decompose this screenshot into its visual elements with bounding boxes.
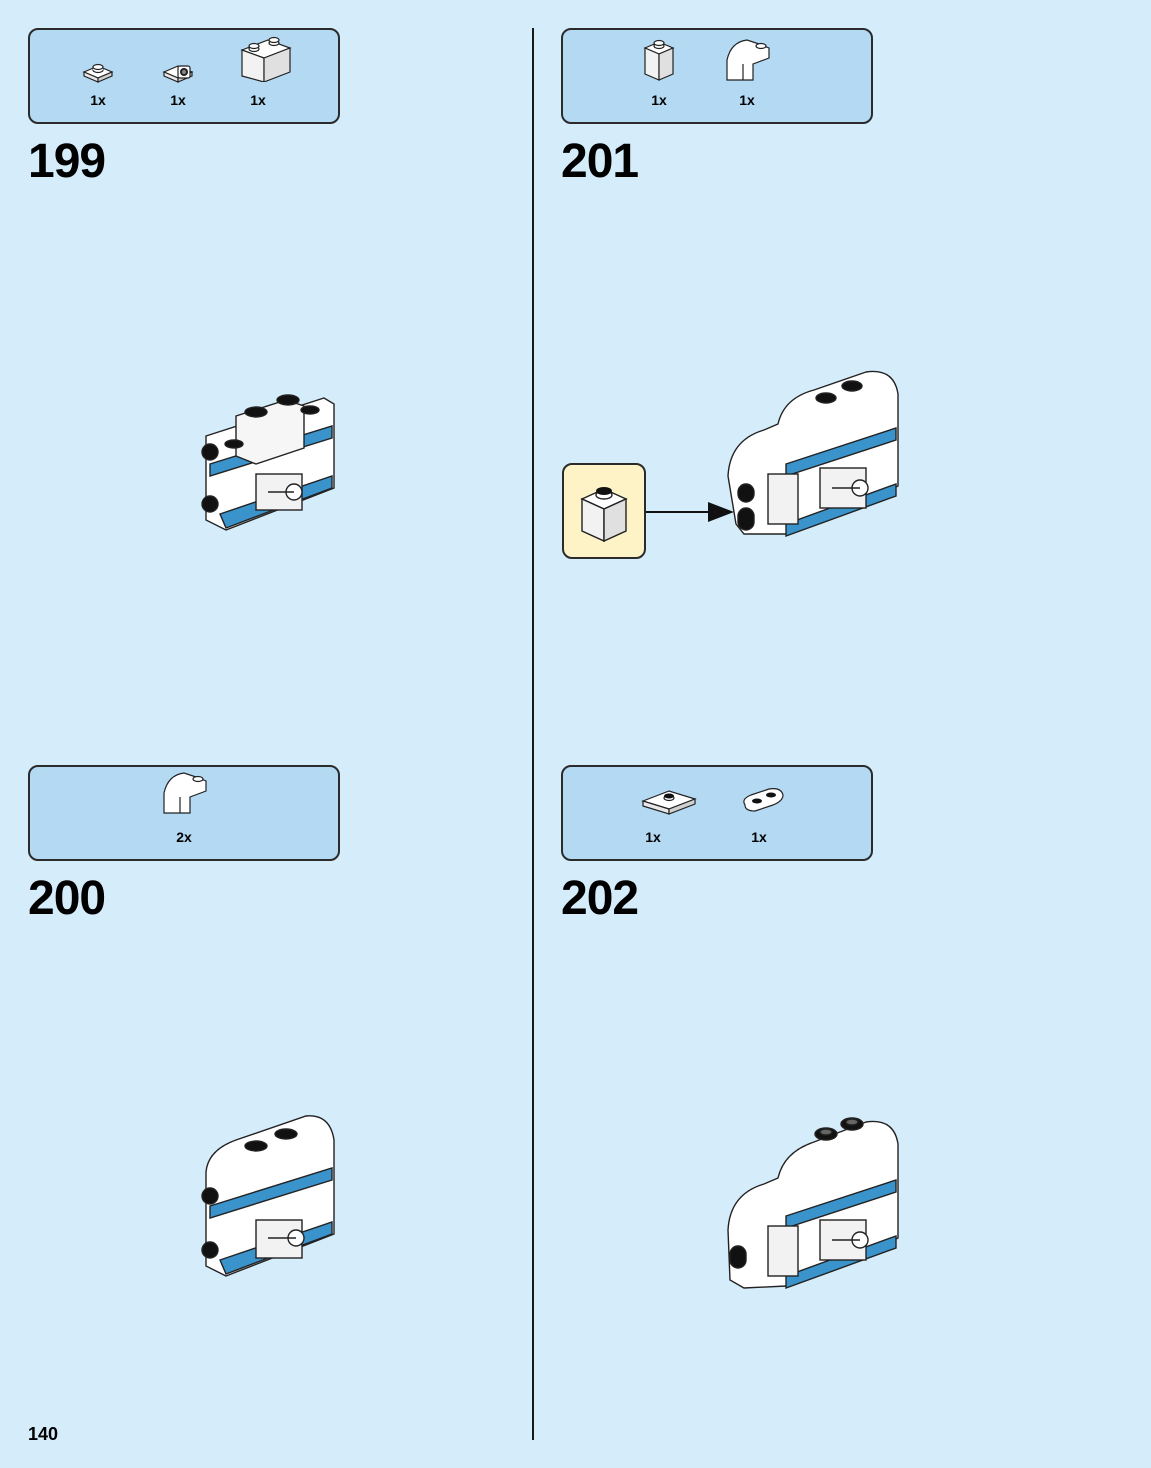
part-item: 1x [148,30,208,122]
model-step-202 [724,1110,904,1294]
step-number-200: 200 [28,875,105,923]
sub-assembly-callout [562,463,646,559]
step-number-199: 199 [28,138,105,186]
jumper-plate-icon [623,781,703,821]
part-qty: 1x [228,92,288,108]
part-item: 2x [154,767,214,859]
part-item: 1x [729,767,789,859]
model-step-201 [724,364,904,540]
clip-plate-icon [148,44,208,84]
part-qty: 1x [729,829,789,845]
part-qty: 1x [717,92,777,108]
parts-list-202: 1x 1x [561,765,873,861]
parts-list-200: 2x [28,765,340,861]
plate-1x2-rounded-icon [729,781,789,821]
part-qty: 1x [629,92,689,108]
column-divider [532,28,534,1440]
part-qty: 2x [154,829,214,845]
part-item: 1x [228,30,288,122]
part-qty: 1x [623,829,683,845]
parts-list-199: 1x 1x 1x [28,28,340,124]
step-number-202: 202 [561,875,638,923]
part-qty: 1x [148,92,208,108]
brick-1x1-icon [629,36,689,86]
parts-list-201: 1x 1x [561,28,873,124]
part-item: 1x [629,30,689,122]
part-qty: 1x [68,92,128,108]
part-item: 1x [717,30,777,122]
part-item: 1x [623,767,683,859]
brick-1x2-icon [228,32,298,82]
curved-slope-icon [154,767,214,817]
curved-slope-icon [717,34,777,84]
part-item: 1x [68,30,128,122]
model-step-199 [196,388,340,538]
page-number: 140 [28,1424,58,1445]
brick-1x1-icon [564,465,644,557]
step-number-201: 201 [561,138,638,186]
arrow-right-icon [646,500,736,524]
model-step-200 [196,1110,340,1282]
plate-1x1-icon [68,44,128,84]
